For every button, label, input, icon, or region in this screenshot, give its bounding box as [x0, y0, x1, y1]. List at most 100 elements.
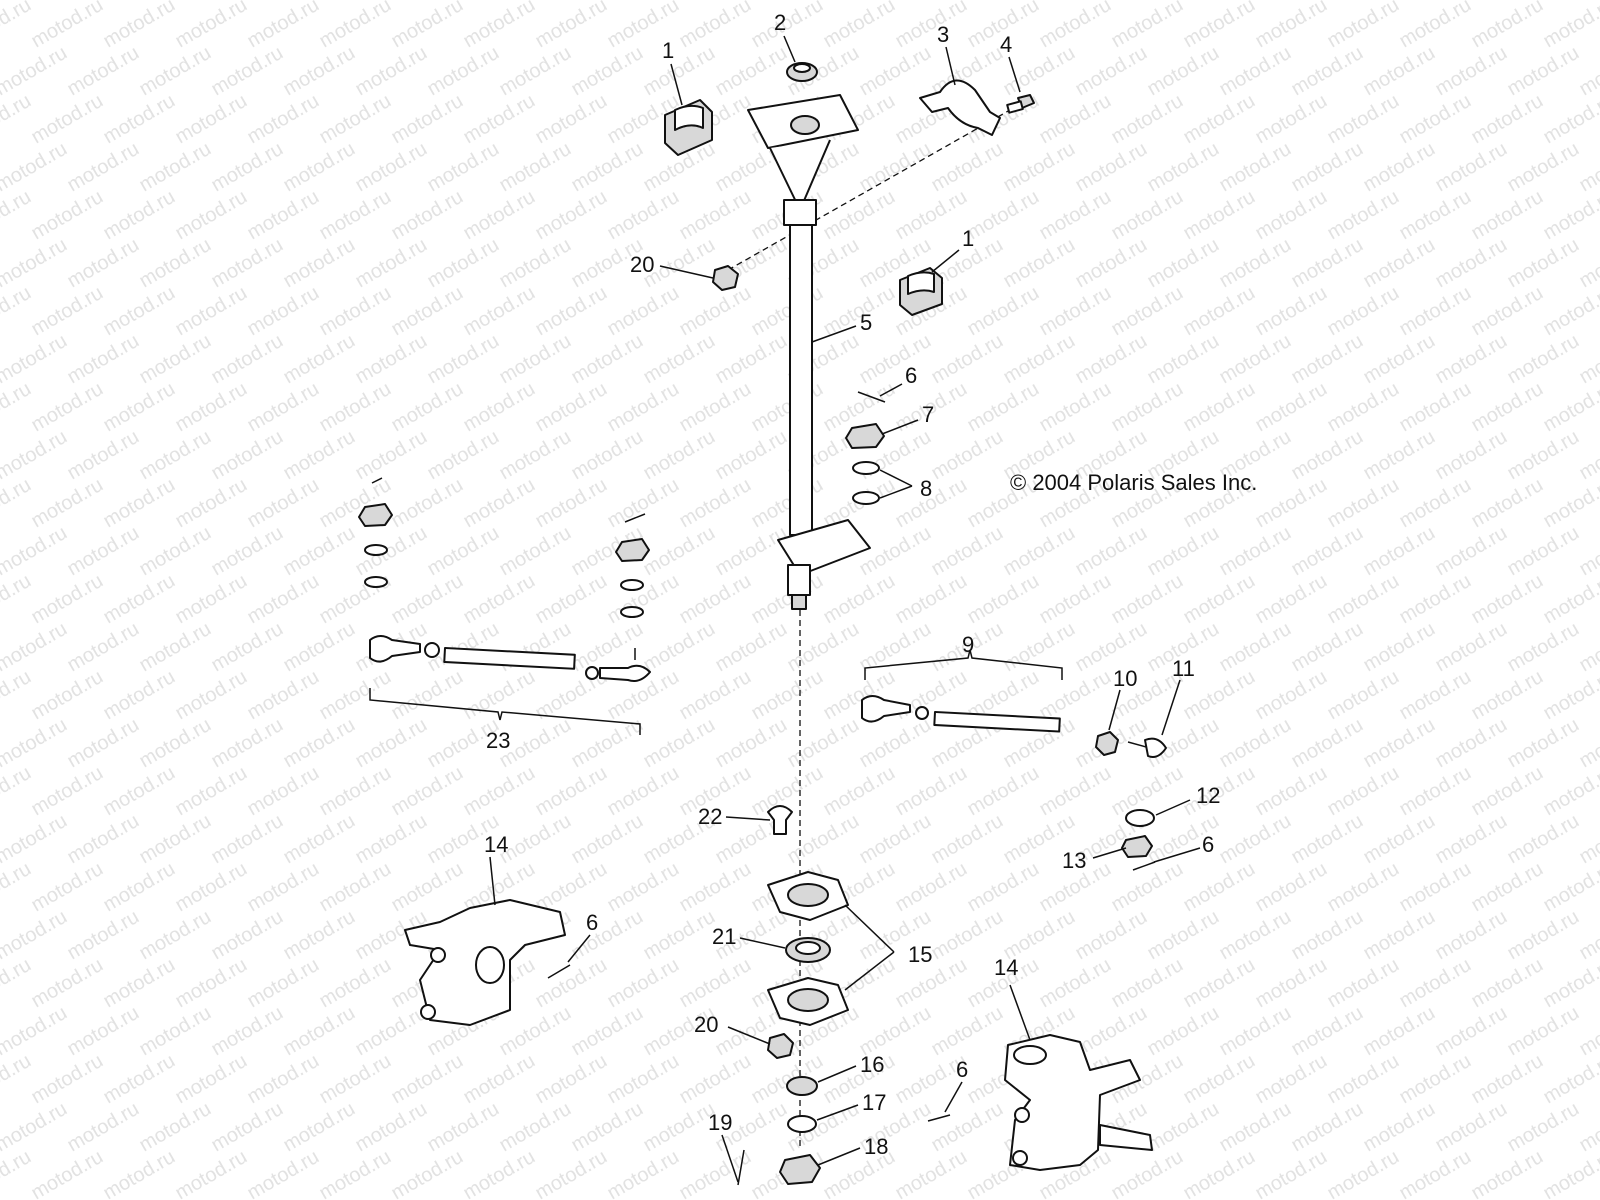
watermark-text: motod.ru	[316, 90, 395, 149]
watermark-text: motod.ru	[676, 666, 755, 725]
watermark-text: motod.ru	[388, 0, 467, 52]
castle-nut-part-7-column	[845, 423, 885, 449]
watermark-text: motod.ru	[856, 42, 935, 101]
watermark-text: motod.ru	[568, 138, 647, 197]
callout-16: 16	[860, 1052, 884, 1077]
watermark-text: motod.ru	[172, 1050, 251, 1109]
watermark-text: motod.ru	[1180, 90, 1259, 149]
watermark-text: motod.ru	[1324, 858, 1403, 917]
watermark-text: motod.ru	[496, 138, 575, 197]
watermark-text: motod.ru	[1180, 858, 1259, 917]
watermark-text: motod.ru	[676, 954, 755, 1013]
watermark-text: motod.ru	[568, 42, 647, 101]
watermark-text: motod.ru	[928, 522, 1007, 581]
callout-6-left: 6	[586, 910, 598, 935]
watermark-text: motod.ru	[856, 714, 935, 773]
watermark-text: motod.ru	[316, 282, 395, 341]
watermark-text: motod.ru	[928, 138, 1007, 197]
watermark-text: motod.ru	[640, 714, 719, 773]
watermark-text: motod.ru	[1396, 954, 1475, 1013]
watermark-text: motod.ru	[604, 378, 683, 437]
watermark-text: motod.ru	[280, 0, 359, 4]
watermark-text: motod.ru	[1108, 282, 1187, 341]
watermark-text: motod.ru	[244, 378, 323, 437]
watermark-text: motod.ru	[856, 0, 935, 4]
watermark-text: motod.ru	[1360, 234, 1439, 293]
watermark-text: motod.ru	[640, 1098, 719, 1157]
watermark-text: motod.ru	[532, 186, 611, 245]
watermark-text: motod.ru	[1252, 378, 1331, 437]
watermark-text: motod.ru	[100, 186, 179, 245]
watermark-text: motod.ru	[1468, 570, 1547, 629]
nut-part-10	[1095, 731, 1119, 756]
watermark-text: motod.ru	[1504, 234, 1583, 293]
watermark-text: motod.ru	[1180, 1146, 1259, 1200]
watermark-text: motod.ru	[1288, 714, 1367, 773]
watermark-text: motod.ru	[1252, 282, 1331, 341]
watermark-text: motod.ru	[208, 810, 287, 869]
watermark-text: motod.ru	[1504, 810, 1583, 869]
watermark-text: motod.ru	[712, 330, 791, 389]
watermark-text: motod.ru	[928, 810, 1007, 869]
callout-15: 15	[908, 942, 932, 967]
watermark-text: motod.ru	[928, 330, 1007, 389]
watermark-text: motod.ru	[1036, 954, 1115, 1013]
callout-17: 17	[862, 1090, 886, 1115]
watermark-text: motod.ru	[1504, 42, 1583, 101]
watermark-text: motod.ru	[1576, 234, 1600, 293]
watermark-text: motod.ru	[640, 522, 719, 581]
watermark-text: motod.ru	[748, 474, 827, 533]
watermark-text: motod.ru	[1072, 618, 1151, 677]
washer-part-8-bottom	[852, 491, 880, 505]
watermark-text: motod.ru	[208, 618, 287, 677]
watermark-text: motod.ru	[1252, 858, 1331, 917]
watermark-text: motod.ru	[532, 0, 611, 52]
watermark-text: motod.ru	[676, 282, 755, 341]
watermark-text: motod.ru	[28, 474, 107, 533]
watermark-text: motod.ru	[676, 474, 755, 533]
watermark-text: motod.ru	[172, 954, 251, 1013]
watermark-text: motod.ru	[388, 378, 467, 437]
watermark-text: motod.ru	[64, 810, 143, 869]
watermark-text: motod.ru	[1360, 330, 1439, 389]
watermark-text: motod.ru	[0, 0, 35, 52]
watermark-text: motod.ru	[496, 234, 575, 293]
bracket-23	[369, 688, 641, 735]
watermark-text: motod.ru	[1396, 570, 1475, 629]
callout-20-lower: 20	[694, 1012, 718, 1037]
watermark-text: motod.ru	[1324, 186, 1403, 245]
watermark-text: motod.ru	[1576, 810, 1600, 869]
watermark-text: motod.ru	[208, 906, 287, 965]
callout-6-lower: 6	[956, 1057, 968, 1082]
watermark-text: motod.ru	[1144, 330, 1223, 389]
watermark-text: motod.ru	[496, 330, 575, 389]
watermark-text: motod.ru	[532, 474, 611, 533]
watermark-text: motod.ru	[1180, 954, 1259, 1013]
watermark-text: motod.ru	[100, 378, 179, 437]
watermark-text: motod.ru	[172, 858, 251, 917]
clamp-part-3	[919, 79, 1001, 136]
watermark-text: motod.ru	[1396, 0, 1475, 52]
watermark-text: motod.ru	[460, 90, 539, 149]
watermark-text: motod.ru	[1252, 474, 1331, 533]
watermark-text: motod.ru	[1468, 858, 1547, 917]
watermark-text: motod.ru	[1324, 762, 1403, 821]
leader-lines	[489, 35, 1201, 1183]
watermark-text: motod.ru	[172, 186, 251, 245]
watermark-text: motod.ru	[1252, 666, 1331, 725]
watermark-text: motod.ru	[820, 762, 899, 821]
watermark-text: motod.ru	[640, 42, 719, 101]
nut-part-20-lower	[767, 1033, 794, 1059]
watermark-text: motod.ru	[964, 186, 1043, 245]
watermark-text: motod.ru	[1504, 1002, 1583, 1061]
watermark-text: motod.ru	[316, 954, 395, 1013]
watermark-text: motod.ru	[532, 282, 611, 341]
watermark-text: motod.ru	[604, 474, 683, 533]
watermark-text: motod.ru	[1360, 0, 1439, 4]
watermark-text: motod.ru	[604, 858, 683, 917]
watermark-text: motod.ru	[136, 330, 215, 389]
watermark-text: motod.ru	[0, 810, 71, 869]
watermark-text: motod.ru	[100, 282, 179, 341]
watermark-text: motod.ru	[1324, 1146, 1403, 1200]
